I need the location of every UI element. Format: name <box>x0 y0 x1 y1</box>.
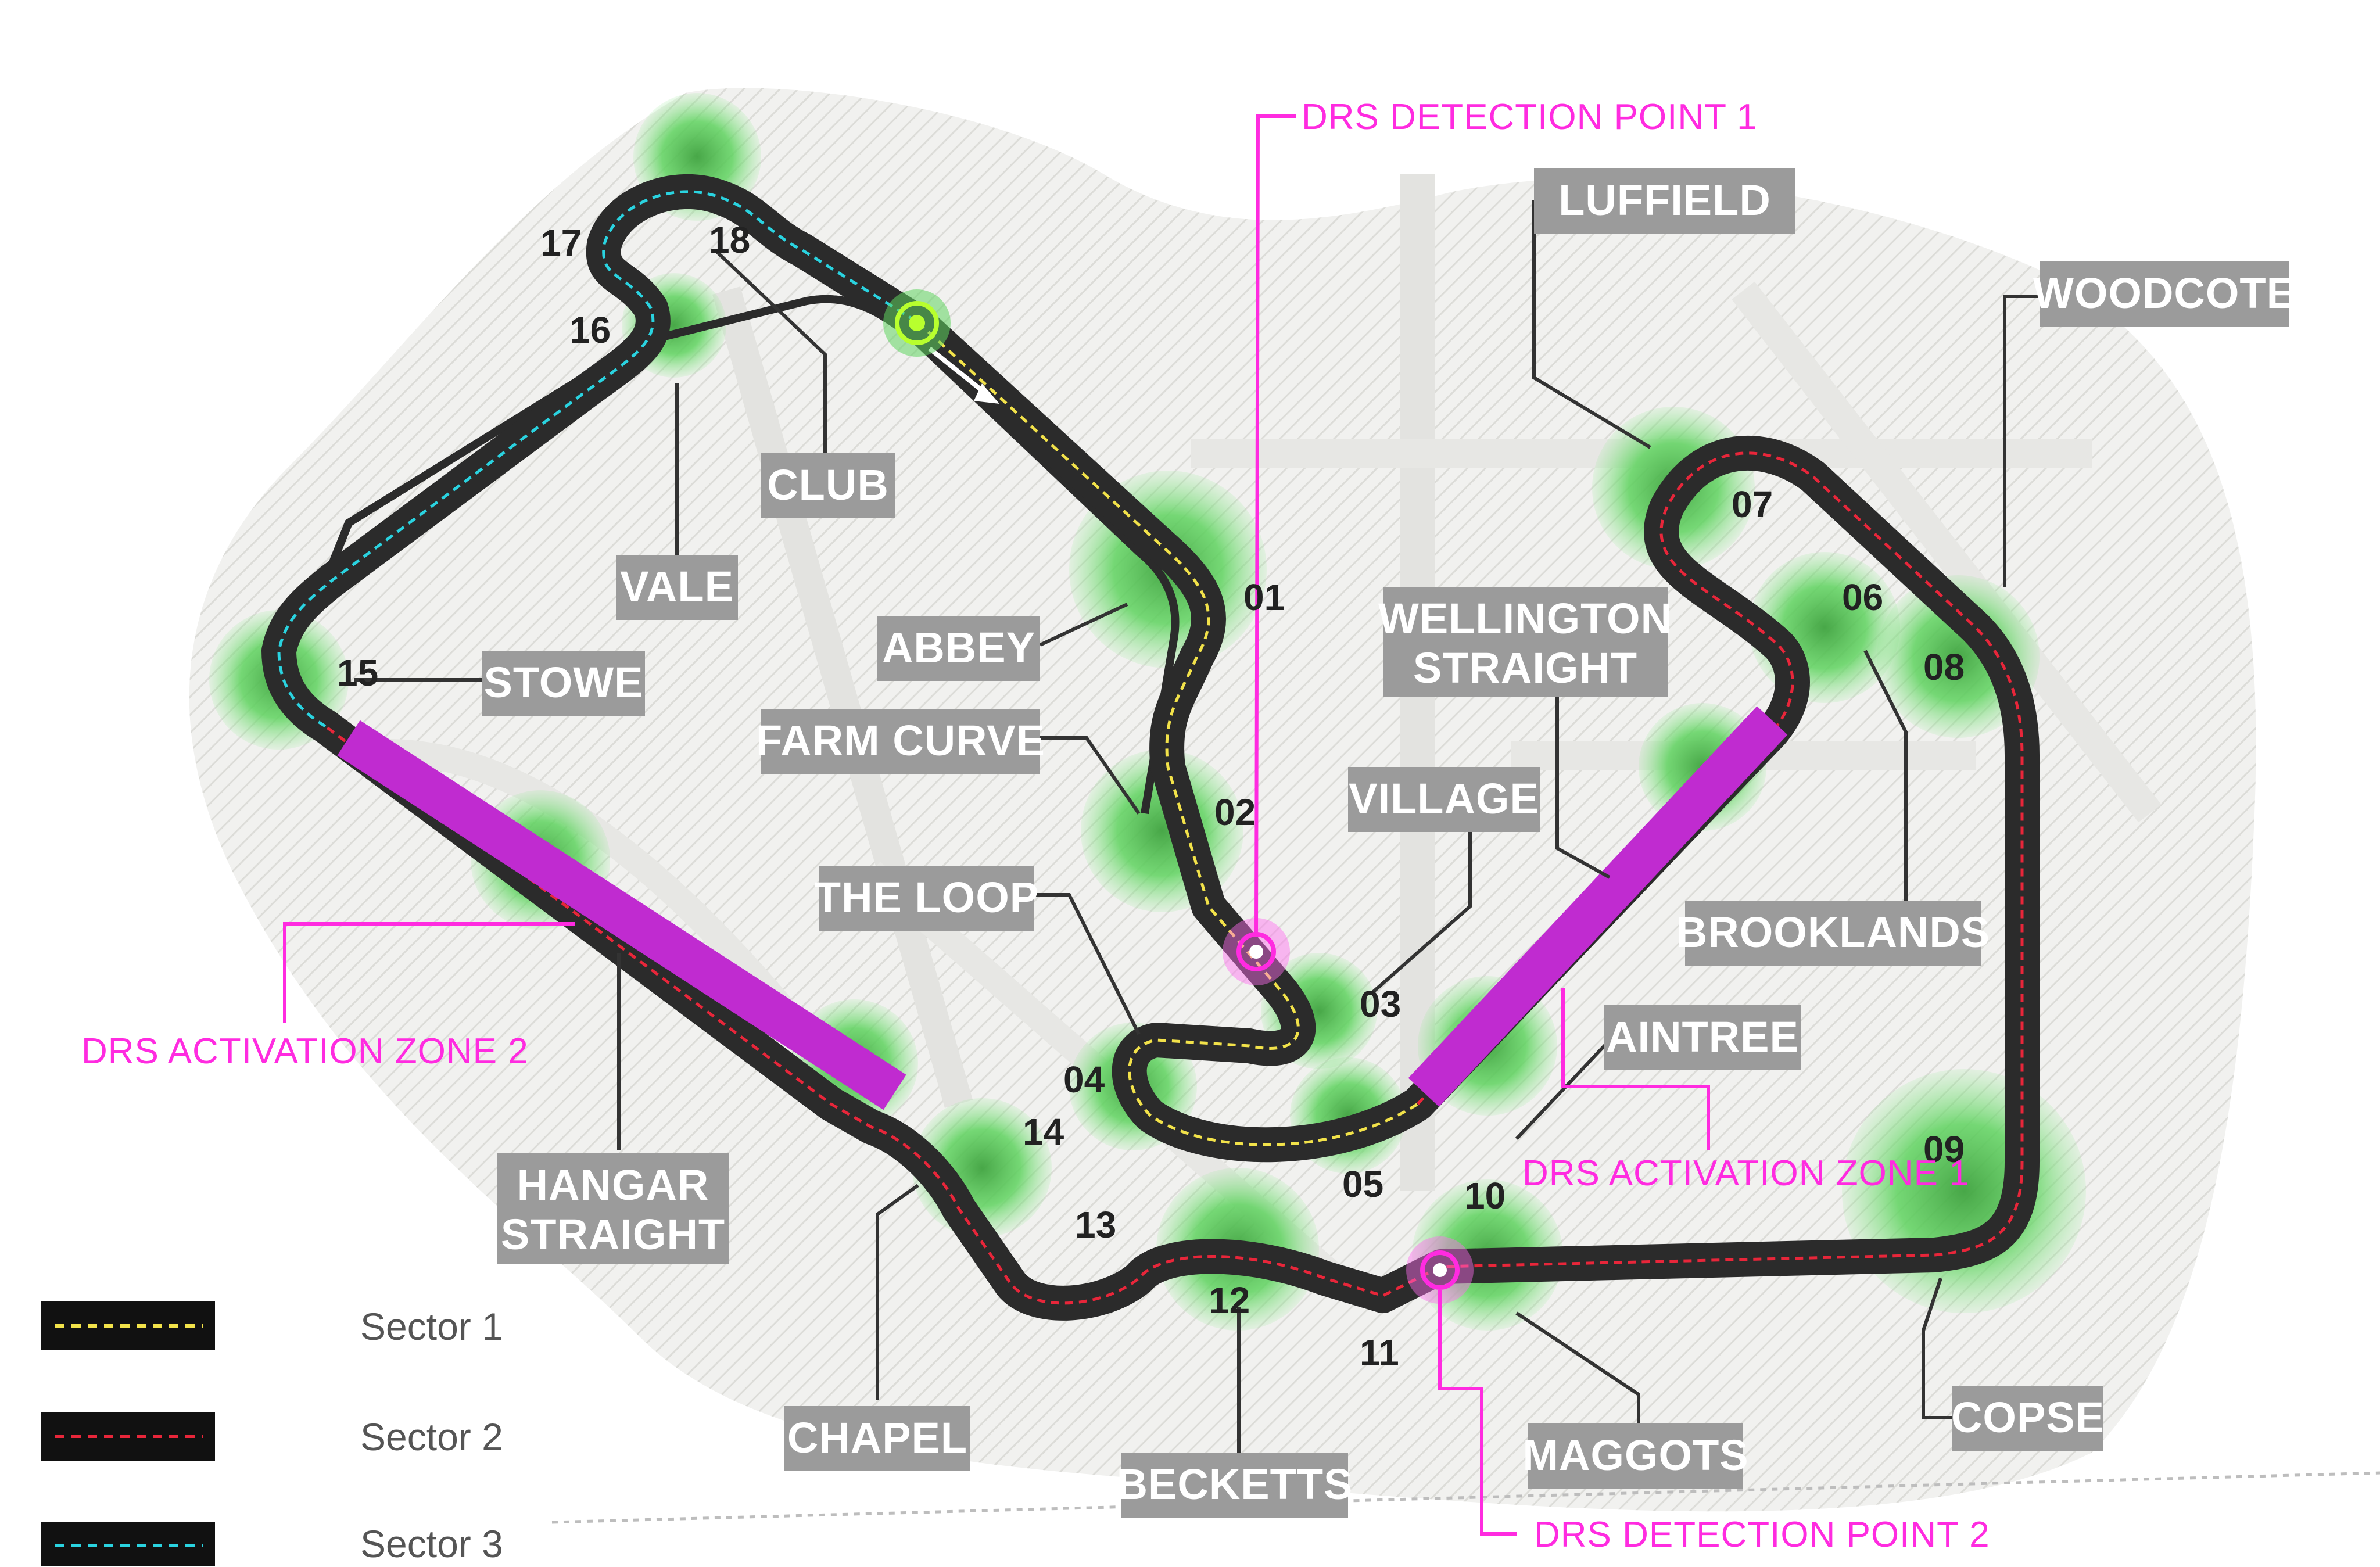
svg-text:LUFFIELD: LUFFIELD <box>1558 176 1771 224</box>
turn-17: 17 <box>540 222 582 264</box>
turn-04: 04 <box>1063 1059 1105 1100</box>
turn-18: 18 <box>709 219 750 261</box>
luffield-label: LUFFIELD <box>1534 168 1795 234</box>
turn-10: 10 <box>1464 1175 1506 1217</box>
turn-09: 09 <box>1923 1128 1965 1170</box>
abbey-label: ABBEY <box>877 616 1040 681</box>
drs-detection-point-1-label: DRS DETECTION POINT 1 <box>1302 97 1758 137</box>
turn-03: 03 <box>1360 983 1401 1025</box>
sector-3-line <box>277 190 919 728</box>
turn-15: 15 <box>337 652 378 694</box>
turn-07: 07 <box>1732 483 1773 525</box>
becketts-label: BECKETTS <box>1117 1453 1353 1518</box>
woodcote-label: WOODCOTE <box>2033 261 2296 327</box>
track <box>261 174 2040 1321</box>
svg-text:WOODCOTE: WOODCOTE <box>2033 269 2296 317</box>
svg-text:CLUB: CLUB <box>767 461 889 509</box>
svg-text:AINTREE: AINTREE <box>1606 1013 1799 1061</box>
drs-detection-marker-1 <box>1223 918 1290 985</box>
svg-text:MAGGOTS: MAGGOTS <box>1522 1431 1748 1479</box>
maggots-label: MAGGOTS <box>1522 1423 1748 1489</box>
drs-detection-marker-2 <box>1406 1236 1474 1304</box>
svg-text:STOWE: STOWE <box>484 658 644 707</box>
svg-text:Sector 2: Sector 2 <box>360 1415 503 1458</box>
turn-06: 06 <box>1842 576 1883 618</box>
svg-text:BECKETTS: BECKETTS <box>1117 1460 1353 1508</box>
svg-text:STRAIGHT: STRAIGHT <box>1413 644 1637 692</box>
turn-01: 01 <box>1243 576 1285 618</box>
turn-14: 14 <box>1023 1111 1064 1153</box>
svg-text:HANGAR: HANGAR <box>517 1161 709 1209</box>
leader-lines <box>354 200 2040 1453</box>
svg-text:STRAIGHT: STRAIGHT <box>501 1210 725 1258</box>
stowe-label: STOWE <box>482 651 645 716</box>
start-finish-marker <box>883 289 951 357</box>
svg-text:Sector 3: Sector 3 <box>360 1522 503 1565</box>
drs-labels: DRS DETECTION POINT 1 DRS ACTIVATION ZON… <box>81 97 1990 1555</box>
drs-activation-zone-1-label: DRS ACTIVATION ZONE 1 <box>1522 1153 1970 1193</box>
sector-legend: Sector 1 Sector 2 Sector 3 <box>41 1301 503 1566</box>
corner-labels: LUFFIELD WOODCOTE CLUB VALE ABBEY STOWE … <box>482 168 2296 1518</box>
svg-text:VALE: VALE <box>620 562 734 611</box>
drs-detection-point-2-label: DRS DETECTION POINT 2 <box>1534 1515 1990 1555</box>
svg-text:CHAPEL: CHAPEL <box>787 1414 967 1462</box>
aintree-label: AINTREE <box>1604 1005 1801 1070</box>
copse-label: COPSE <box>1951 1386 2105 1451</box>
vale-label: VALE <box>616 555 738 620</box>
turn-12: 12 <box>1209 1279 1250 1321</box>
legend-sector-3: Sector 3 <box>41 1522 503 1566</box>
the-loop-label: THE LOOP <box>815 866 1039 931</box>
legend-sector-2: Sector 2 <box>41 1412 503 1461</box>
turn-08: 08 <box>1923 646 1965 688</box>
turn-numbers: 01 02 03 04 05 06 07 08 09 10 11 12 13 1… <box>337 219 1965 1374</box>
svg-text:VILLAGE: VILLAGE <box>1349 774 1539 823</box>
svg-text:FARM CURVE: FARM CURVE <box>756 716 1045 765</box>
svg-text:THE LOOP: THE LOOP <box>815 873 1039 921</box>
turn-13: 13 <box>1075 1204 1116 1246</box>
svg-text:Sector 1: Sector 1 <box>360 1305 503 1348</box>
farm-curve-label: FARM CURVE <box>756 709 1045 774</box>
sector-2-line <box>324 451 2024 1305</box>
drs-leader-lines <box>283 114 1710 1536</box>
svg-text:COPSE: COPSE <box>1951 1393 2105 1442</box>
drs-activation-zone-2-label: DRS ACTIVATION ZONE 2 <box>81 1031 529 1071</box>
svg-text:WELLINGTON: WELLINGTON <box>1378 594 1672 643</box>
turn-11: 11 <box>1360 1332 1399 1374</box>
club-label: CLUB <box>761 453 895 518</box>
svg-text:BROOKLANDS: BROOKLANDS <box>1676 908 1990 956</box>
drs-zone-1-band <box>1408 706 1788 1107</box>
drs-zone-2-band <box>337 720 906 1110</box>
turn-16: 16 <box>569 309 611 351</box>
sector-1-line <box>917 321 1419 1146</box>
village-label: VILLAGE <box>1348 767 1540 832</box>
brooklands-label: BROOKLANDS <box>1676 901 1990 966</box>
turn-02: 02 <box>1214 791 1256 833</box>
legend-sector-1: Sector 1 <box>41 1301 503 1350</box>
chapel-label: CHAPEL <box>784 1406 970 1471</box>
svg-text:ABBEY: ABBEY <box>882 623 1035 672</box>
turn-05: 05 <box>1342 1163 1383 1205</box>
